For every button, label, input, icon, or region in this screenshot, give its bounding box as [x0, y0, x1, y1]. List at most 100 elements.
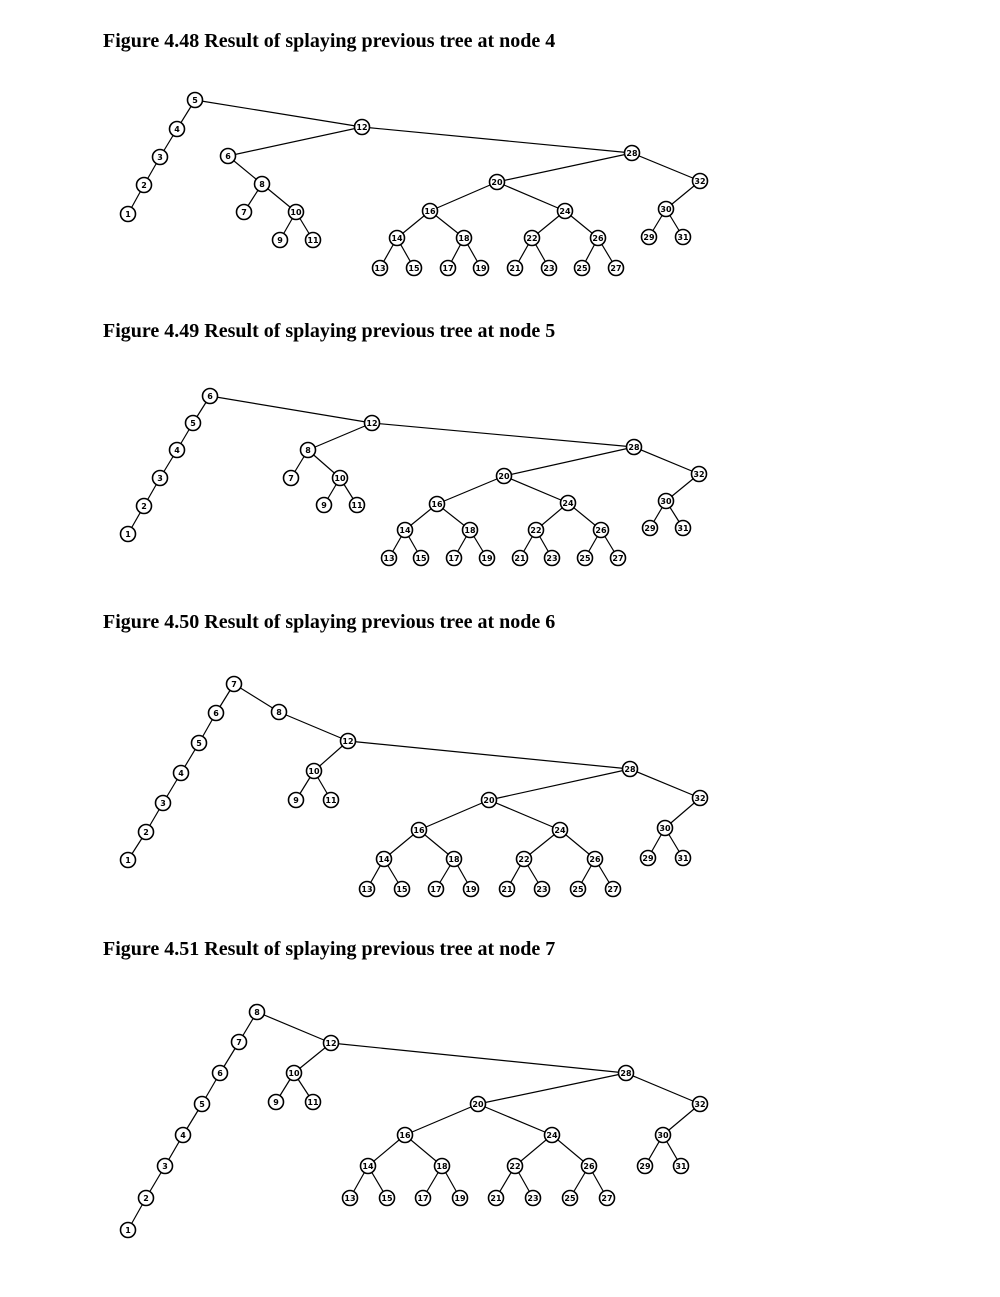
tree-node-circle [674, 228, 692, 246]
tree-node-circle [607, 259, 625, 277]
tree-edge [194, 99, 363, 128]
tree-node-circle [363, 414, 381, 432]
tree-node-12: 12 [322, 1034, 340, 1052]
tree-node-label: 19 [454, 1194, 466, 1203]
tree-node-5: 5 [186, 91, 204, 109]
tree-node-25: 25 [569, 880, 587, 898]
tree-node-3: 3 [151, 148, 169, 166]
figure-4-50-caption: Figure 4.50 Result of splaying previous … [103, 611, 556, 633]
tree-node-circle [375, 850, 393, 868]
tree-node-8: 8 [270, 703, 288, 721]
tree-node-31: 31 [674, 228, 692, 246]
tree-node-9: 9 [315, 496, 333, 514]
tree-node-18: 18 [433, 1157, 451, 1175]
tree-node-label: 7 [231, 680, 237, 689]
tree-edge [347, 740, 631, 770]
tree-node-label: 30 [660, 205, 672, 214]
tree-node-circle [506, 1157, 524, 1175]
tree-node-label: 22 [530, 526, 541, 535]
tree-node-circle [654, 1126, 672, 1144]
tree-node-7: 7 [230, 1033, 248, 1051]
tree-node-circle [168, 441, 186, 459]
tree-node-label: 19 [481, 554, 493, 563]
tree-node-10: 10 [331, 469, 349, 487]
tree-node-circle [576, 549, 594, 567]
tree-node-circle [625, 438, 643, 456]
tree-node-22: 22 [523, 229, 541, 247]
tree-node-circle [691, 789, 709, 807]
tree-node-label: 16 [424, 207, 436, 216]
tree-node-16: 16 [421, 202, 439, 220]
tree-edge [477, 1103, 553, 1136]
splay-tree-diagram: 1234567891011121314151617181920212223242… [119, 387, 708, 567]
tree-node-7: 7 [225, 675, 243, 693]
tree-node-label: 5 [196, 739, 202, 748]
tree-node-circle [674, 519, 692, 537]
tree-node-label: 28 [626, 149, 638, 158]
tree-node-2: 2 [137, 823, 155, 841]
tree-node-label: 31 [677, 524, 689, 533]
tree-node-circle [190, 734, 208, 752]
tree-node-2: 2 [137, 1189, 155, 1207]
tree-node-circle [380, 549, 398, 567]
tree-node-circle [543, 1126, 561, 1144]
tree-node-circle [674, 849, 692, 867]
tree-node-label: 4 [174, 125, 180, 134]
tree-node-8: 8 [248, 1003, 266, 1021]
tree-edge [488, 799, 561, 831]
tree-node-label: 9 [277, 236, 283, 245]
tree-node-circle [186, 91, 204, 109]
tree-node-circle [285, 1064, 303, 1082]
tree-node-label: 1 [125, 530, 131, 539]
tree-node-16: 16 [428, 495, 446, 513]
tree-node-label: 24 [559, 207, 571, 216]
tree-node-label: 16 [431, 500, 443, 509]
tree-node-label: 24 [562, 499, 574, 508]
tree-node-6: 6 [211, 1064, 229, 1082]
tree-node-label: 12 [325, 1039, 336, 1048]
tree-node-label: 22 [509, 1162, 520, 1171]
tree-edge [371, 422, 635, 448]
tree-node-17: 17 [445, 549, 463, 567]
tree-node-label: 32 [694, 177, 705, 186]
tree-node-circle [225, 675, 243, 693]
tree-node-circle [151, 148, 169, 166]
tree-node-1: 1 [119, 525, 137, 543]
tree-node-label: 10 [290, 208, 302, 217]
tree-node-29: 29 [639, 849, 657, 867]
tree-node-4: 4 [168, 441, 186, 459]
tree-node-label: 8 [305, 446, 311, 455]
tree-node-28: 28 [621, 760, 639, 778]
tree-node-3: 3 [154, 794, 172, 812]
tree-node-8: 8 [299, 441, 317, 459]
tree-node-20: 20 [495, 467, 513, 485]
tree-edge [209, 395, 373, 424]
tree-node-label: 8 [254, 1008, 260, 1017]
tree-node-circle [580, 1157, 598, 1175]
tree-node-circle [119, 851, 137, 869]
tree-node-30: 30 [656, 819, 674, 837]
tree-node-13: 13 [341, 1189, 359, 1207]
tree-node-21: 21 [511, 549, 529, 567]
tree-node-20: 20 [488, 173, 506, 191]
tree-node-circle [341, 1189, 359, 1207]
tree-node-label: 30 [659, 824, 671, 833]
tree-node-circle [561, 1189, 579, 1207]
tree-node-label: 15 [415, 554, 427, 563]
tree-node-circle [184, 414, 202, 432]
tree-node-label: 3 [160, 799, 166, 808]
tree-node-label: 12 [342, 737, 353, 746]
tree-node-11: 11 [348, 496, 366, 514]
tree-node-label: 30 [657, 1131, 669, 1140]
tree-node-circle [396, 1126, 414, 1144]
tree-node-10: 10 [287, 203, 305, 221]
tree-node-circle [174, 1126, 192, 1144]
tree-node-circle [445, 850, 463, 868]
tree-node-31: 31 [674, 519, 692, 537]
figure-4-49-caption: Figure 4.49 Result of splaying previous … [103, 320, 556, 342]
tree-node-circle [592, 521, 610, 539]
tree-node-24: 24 [559, 494, 577, 512]
tree-node-label: 7 [236, 1038, 242, 1047]
